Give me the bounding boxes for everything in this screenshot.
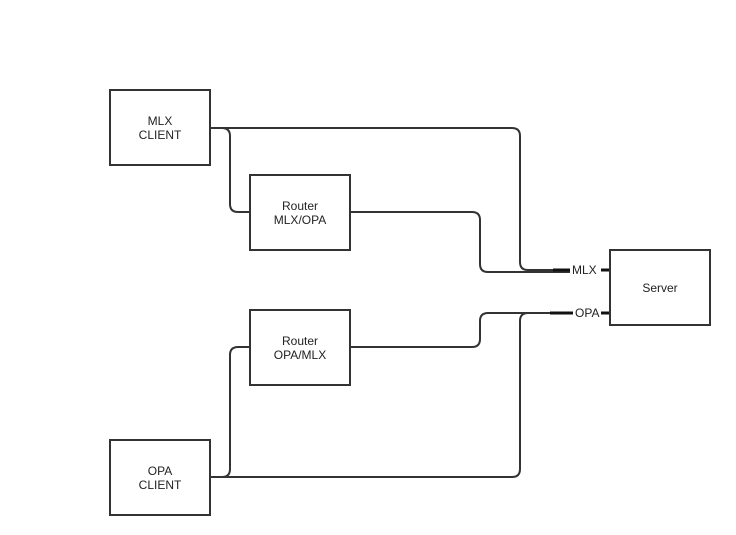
server-node[interactable]: Server (609, 249, 711, 326)
router-mlx-opa-label: Router MLX/OPA (273, 198, 327, 227)
edge-mlx-client-to-router-mlx-opa (221, 127, 250, 213)
edge-router-mlx-opa-to-server-mlx (350, 211, 570, 273)
edge-mlx-client-to-server-mlx (210, 127, 570, 271)
edge-router-opa-mlx-to-server-opa (350, 312, 573, 348)
edge-opa-client-to-server-opa (210, 312, 573, 478)
router-mlx-opa-node[interactable]: Router MLX/OPA (249, 174, 351, 251)
router-opa-mlx-node[interactable]: Router OPA/MLX (249, 309, 351, 386)
server-port-mlx-label: MLX (570, 263, 599, 277)
mlx-client-node[interactable]: MLX CLIENT (109, 89, 211, 166)
mlx-client-label: MLX CLIENT (138, 113, 182, 142)
server-port-opa-label: OPA (573, 306, 602, 320)
router-opa-mlx-label: Router OPA/MLX (273, 333, 327, 362)
edge-opa-client-to-router-opa-mlx (221, 346, 250, 478)
opa-client-label: OPA CLIENT (138, 463, 182, 492)
opa-client-node[interactable]: OPA CLIENT (109, 439, 211, 516)
server-label: Server (642, 280, 678, 295)
